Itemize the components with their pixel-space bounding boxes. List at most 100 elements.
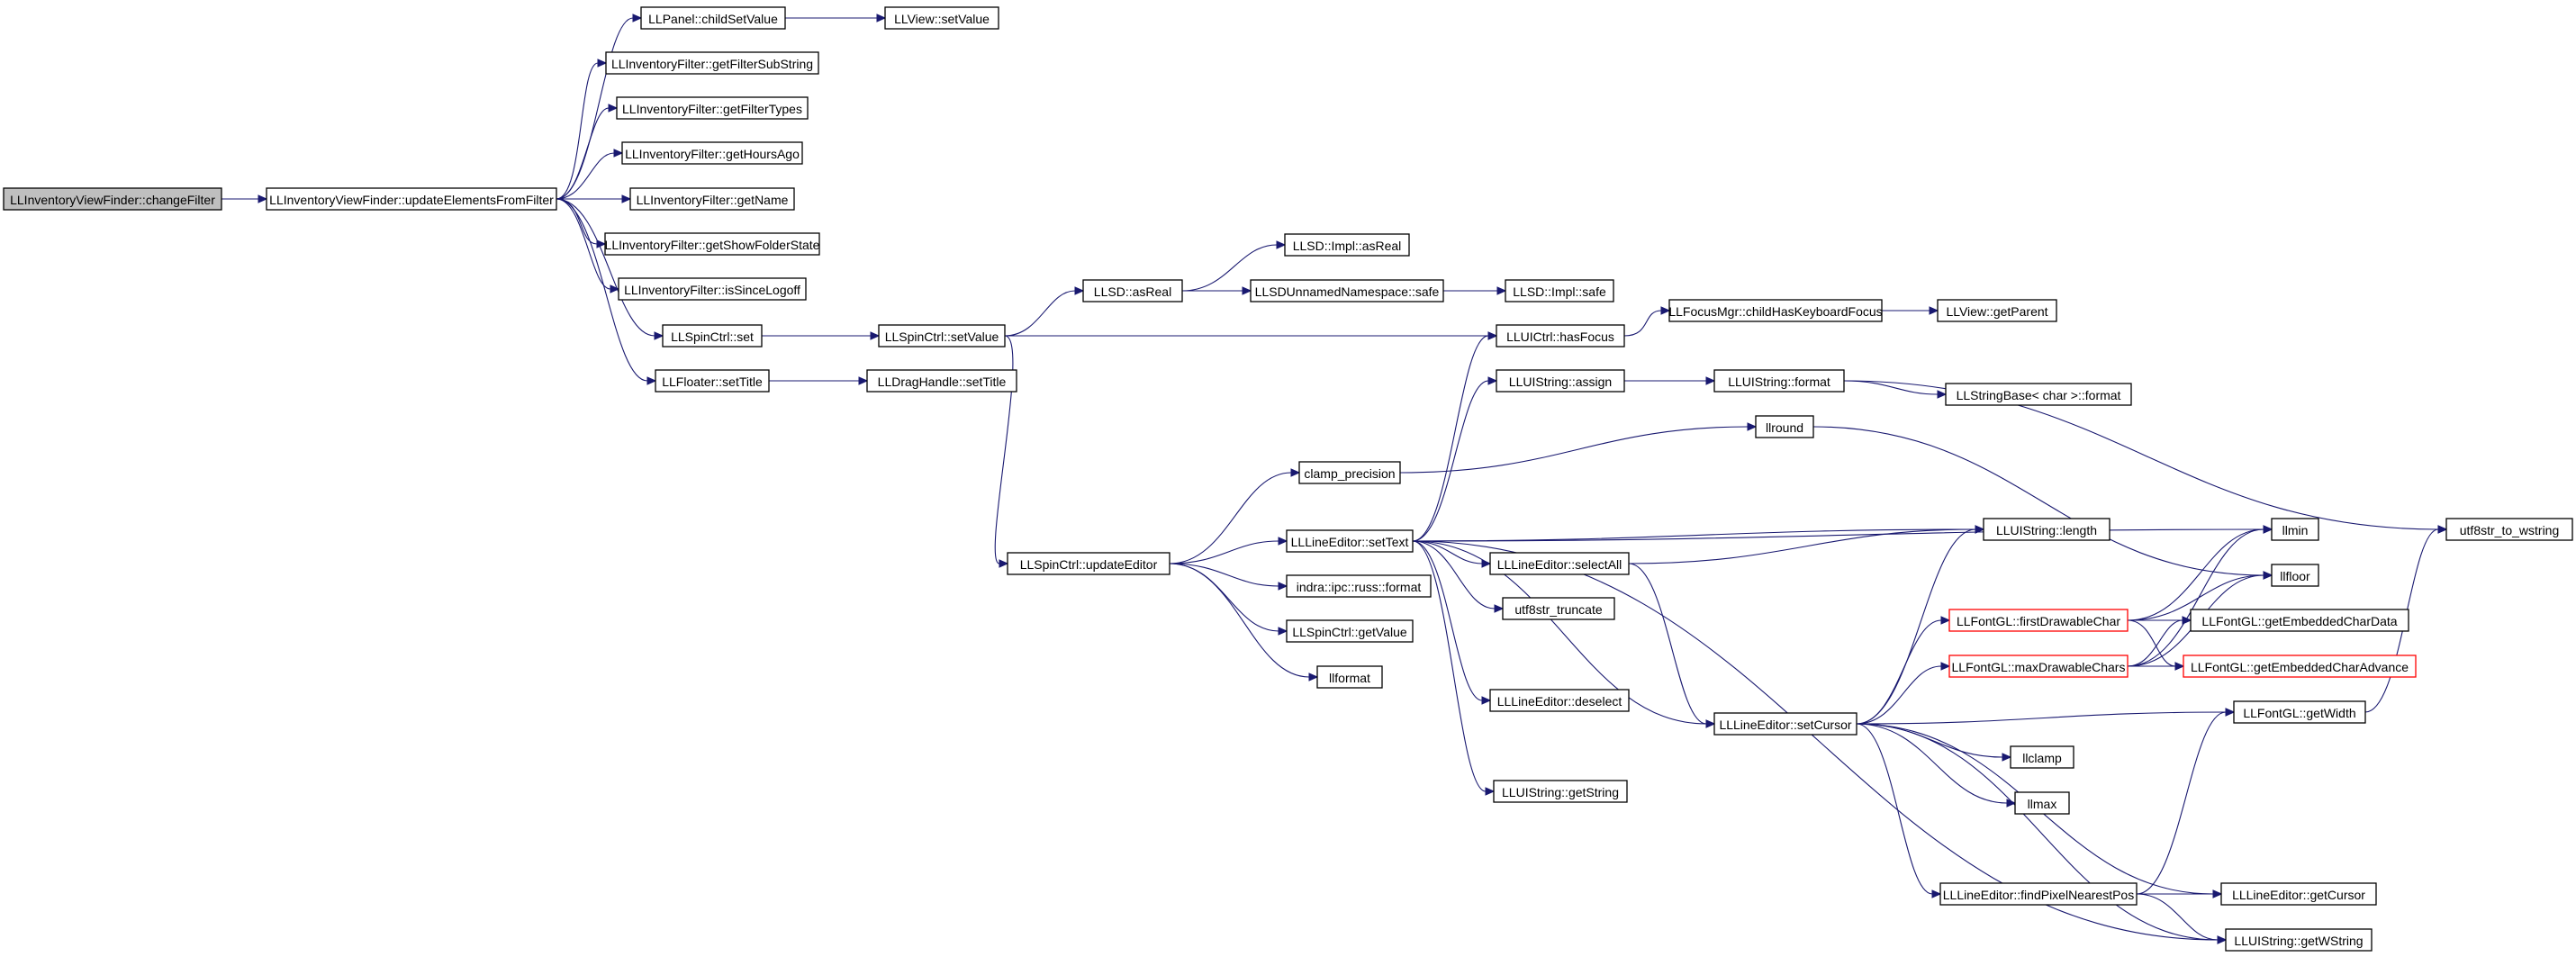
node-box xyxy=(1496,324,1625,348)
node-label: LLInventoryFilter::getHoursAgo xyxy=(625,147,800,161)
node-box xyxy=(1082,279,1183,302)
node-updateElementsFromFilter[interactable]: LLInventoryViewFinder::updateElementsFro… xyxy=(266,187,557,211)
node-utf8ToW[interactable]: utf8str_to_wstring xyxy=(2445,518,2573,541)
node-implSafe[interactable]: LLSD::Impl::safe xyxy=(1505,279,1614,302)
node-leGetCursor[interactable]: LLLineEditor::getCursor xyxy=(2220,882,2377,906)
node-box xyxy=(1493,780,1628,803)
node-box xyxy=(1298,461,1401,484)
node-updateEditor[interactable]: LLSpinCtrl::updateEditor xyxy=(1007,552,1170,575)
edge-spinSetValue-to-asReal xyxy=(1004,290,1076,337)
node-label: LLSD::asReal xyxy=(1094,284,1171,299)
edge-arrowhead xyxy=(876,14,887,23)
node-box xyxy=(266,187,557,211)
node-llclamp[interactable]: llclamp xyxy=(2010,745,2074,769)
node-llround[interactable]: llround xyxy=(1755,415,1814,438)
node-getFilterSubString[interactable]: LLInventoryFilter::getFilterSubString xyxy=(605,51,819,75)
edge-updateEditor-to-russFormat xyxy=(1169,563,1279,587)
node-implAsReal[interactable]: LLSD::Impl::asReal xyxy=(1284,233,1410,257)
node-box xyxy=(1937,299,2057,322)
node-label: LLInventoryFilter::getName xyxy=(637,193,789,207)
edge-arrowhead xyxy=(1494,604,1505,613)
node-box xyxy=(629,187,795,211)
edge-findPixelNearestPos-to-fontGetWidth xyxy=(2136,711,2227,895)
node-box xyxy=(2010,745,2074,769)
node-leSetText[interactable]: LLLineEditor::setText xyxy=(1286,529,1414,553)
node-uiFormat[interactable]: LLUIString::format xyxy=(1713,369,1845,393)
node-nsSafe[interactable]: LLSDUnnamedNamespace::safe xyxy=(1250,279,1444,302)
edge-arrowhead xyxy=(610,284,620,293)
node-getEmbeddedCharData[interactable]: LLFontGL::getEmbeddedCharData xyxy=(2190,609,2409,632)
node-uiGetString[interactable]: LLUIString::getString xyxy=(1493,780,1628,803)
node-childHasKeyboardFocus[interactable]: LLFocusMgr::childHasKeyboardFocus xyxy=(1668,299,1883,322)
node-asReal[interactable]: LLSD::asReal xyxy=(1082,279,1183,302)
node-hasFocus[interactable]: LLUICtrl::hasFocus xyxy=(1496,324,1625,348)
node-label: utf8str_to_wstring xyxy=(2460,523,2560,537)
node-sbFormat[interactable]: LLStringBase< char >::format xyxy=(1945,383,2132,406)
node-llformat[interactable]: llformat xyxy=(1316,665,1383,689)
node-maxDrawableChars[interactable]: LLFontGL::maxDrawableChars xyxy=(1948,655,2129,678)
edge-arrowhead xyxy=(2437,525,2448,534)
node-label: LLUIString::getWString xyxy=(2234,934,2363,948)
node-getParent[interactable]: LLView::getParent xyxy=(1937,299,2057,322)
node-floaterSetTitle[interactable]: LLFloater::setTitle xyxy=(655,369,770,393)
edge-arrowhead xyxy=(1278,537,1288,546)
node-uiAssign[interactable]: LLUIString::assign xyxy=(1496,369,1625,393)
node-llmin[interactable]: llmin xyxy=(2271,518,2319,541)
node-getName[interactable]: LLInventoryFilter::getName xyxy=(629,187,795,211)
node-label: LLFontGL::getWidth xyxy=(2243,706,2355,720)
node-label: LLFontGL::maxDrawableChars xyxy=(1952,660,2126,674)
node-isSinceLogoff[interactable]: LLInventoryFilter::isSinceLogoff xyxy=(618,277,807,301)
edge-maxDrawableChars-to-getEmbeddedCharData xyxy=(2127,619,2183,667)
node-box xyxy=(2220,882,2377,906)
edge-arrowhead xyxy=(2263,571,2273,580)
node-uiLength[interactable]: LLUIString::length xyxy=(1983,518,2111,541)
edge-arrowhead xyxy=(870,331,881,340)
edge-updateElementsFromFilter-to-floaterSetTitle xyxy=(556,198,648,382)
edge-arrowhead xyxy=(1937,390,1948,399)
node-leDeselect[interactable]: LLLineEditor::deselect xyxy=(1489,689,1630,712)
node-spinGetValue[interactable]: LLSpinCtrl::getValue xyxy=(1286,619,1414,643)
edge-arrowhead xyxy=(608,104,619,113)
node-dragSetTitle[interactable]: LLDragHandle::setTitle xyxy=(866,369,1017,393)
edge-leSetCursor-to-maxDrawableChars xyxy=(1856,665,1942,725)
node-box xyxy=(866,369,1017,393)
node-spinSet[interactable]: LLSpinCtrl::set xyxy=(662,324,763,348)
node-findPixelNearestPos[interactable]: LLLineEditor::findPixelNearestPos xyxy=(1939,882,2138,906)
edge-arrowhead xyxy=(2225,708,2236,717)
node-getHoursAgo[interactable]: LLInventoryFilter::getHoursAgo xyxy=(621,141,803,165)
node-fontGetWidth[interactable]: LLFontGL::getWidth xyxy=(2233,700,2366,724)
node-llfloor[interactable]: llfloor xyxy=(2271,564,2319,587)
node-leSelectAll[interactable]: LLLineEditor::selectAll xyxy=(1489,552,1630,575)
edge-hasFocus-to-childHasKeyboardFocus xyxy=(1623,310,1662,337)
node-getWString[interactable]: LLUIString::getWString xyxy=(2225,928,2373,952)
edge-maxDrawableChars-to-llmin xyxy=(2127,528,2264,667)
node-russFormat[interactable]: indra::ipc::russ::format xyxy=(1286,574,1432,598)
edge-updateElementsFromFilter-to-getShowFolderState xyxy=(556,198,598,245)
edge-arrowhead xyxy=(1940,662,1951,671)
node-getShowFolderState[interactable]: LLInventoryFilter::getShowFolderState xyxy=(604,232,820,256)
node-clampPrecision[interactable]: clamp_precision xyxy=(1298,461,1401,484)
node-box xyxy=(1284,233,1410,257)
node-spinSetValue[interactable]: LLSpinCtrl::setValue xyxy=(878,324,1006,348)
node-label: llclamp xyxy=(2022,751,2062,765)
node-changeFilter[interactable]: LLInventoryViewFinder::changeFilter xyxy=(3,187,222,211)
edge-leSetText-to-leDeselect xyxy=(1412,540,1483,701)
edge-arrowhead xyxy=(999,559,1009,568)
edge-updateEditor-to-leSetText xyxy=(1169,540,1279,564)
node-childSetValue[interactable]: LLPanel::childSetValue xyxy=(640,6,786,30)
edge-arrowhead xyxy=(1308,673,1319,682)
node-label: LLFontGL::getEmbeddedCharAdvance xyxy=(2191,660,2409,674)
node-utf8Truncate[interactable]: utf8str_truncate xyxy=(1502,597,1615,620)
node-box xyxy=(2233,700,2366,724)
node-leSetCursor[interactable]: LLLineEditor::setCursor xyxy=(1713,712,1857,736)
edge-arrowhead xyxy=(1278,627,1288,636)
node-label: LLPanel::childSetValue xyxy=(648,12,778,26)
node-llmax[interactable]: llmax xyxy=(2014,791,2070,815)
node-label: LLUIString::getString xyxy=(1502,785,1619,799)
node-firstDrawableChar[interactable]: LLFontGL::firstDrawableChar xyxy=(1948,609,2129,632)
node-getFilterTypes[interactable]: LLInventoryFilter::getFilterTypes xyxy=(616,96,809,120)
node-viewSetValue[interactable]: LLView::setValue xyxy=(884,6,999,30)
edge-arrowhead xyxy=(1747,422,1758,431)
node-getEmbeddedCharAdvance[interactable]: LLFontGL::getEmbeddedCharAdvance xyxy=(2183,655,2417,678)
